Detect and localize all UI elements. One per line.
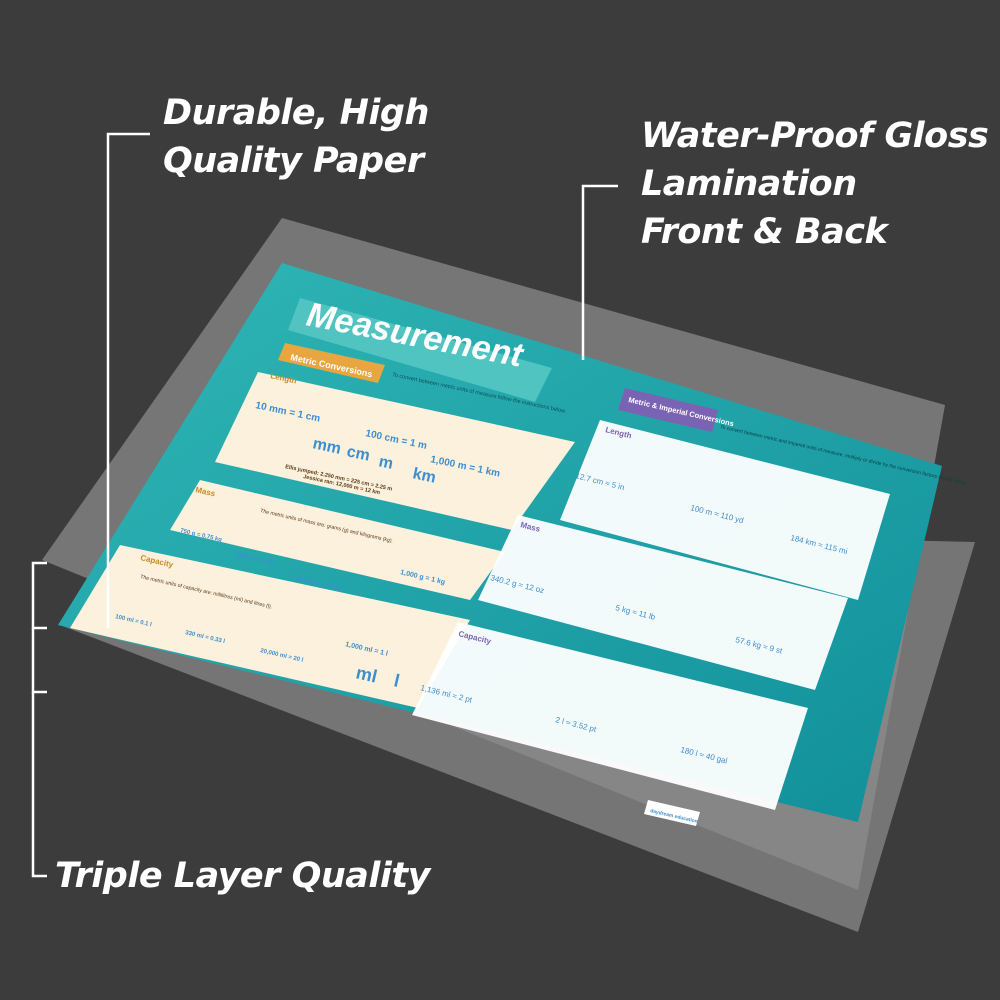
- length-panel: [215, 372, 575, 530]
- imperial-mass-panel: Mass 340.2 g ≈ 12 oz 5 kg ≈ 11 lb 57.6 k…: [478, 515, 848, 690]
- lamination-callout-line: [581, 184, 618, 360]
- callout-paper: Durable, High Quality Paper: [163, 89, 429, 185]
- callout-paper-line-1: Durable, High: [163, 93, 429, 133]
- capacity-units: ml l: [354, 662, 401, 691]
- imperial-length-panel: Length 12.7 cm ≈ 5 in 100 m ≈ 110 yd 184…: [560, 420, 890, 600]
- callout-paper-line-2: Quality Paper: [163, 141, 424, 181]
- length-unit-chain: mm cm m km: [311, 435, 437, 486]
- callout-lamination-line-2: Lamination: [641, 164, 857, 204]
- imperial-capacity-panel: Capacity 1,136 ml ≈ 2 pt 2 l ≈ 3.52 pt 1…: [412, 622, 808, 810]
- poster: Measurement Metric Conversions To conver…: [58, 263, 968, 826]
- triple-layer-bracket: [31, 561, 47, 630]
- callout-brackets: [31, 132, 618, 878]
- mass-panel: [170, 480, 505, 600]
- capacity-panel: [70, 545, 470, 708]
- unit-m: m: [377, 453, 394, 473]
- unit-ml: ml: [354, 662, 379, 686]
- paper-callout-line: [106, 132, 150, 628]
- callout-lamination: Water-Proof Gloss Lamination Front & Bac…: [641, 112, 989, 256]
- unit-l: l: [392, 670, 401, 691]
- callout-lamination-line-1: Water-Proof Gloss: [641, 116, 989, 156]
- unit-km: km: [411, 465, 437, 486]
- triple-layer-stem: [31, 692, 47, 878]
- unit-mm: mm: [311, 435, 342, 458]
- triple-layer-bracket-lower: [31, 628, 47, 694]
- unit-cm: cm: [345, 443, 371, 464]
- callout-lamination-line-3: Front & Back: [641, 212, 888, 252]
- title-banner: [288, 298, 552, 402]
- callout-triple-layer: Triple Layer Quality: [55, 856, 430, 896]
